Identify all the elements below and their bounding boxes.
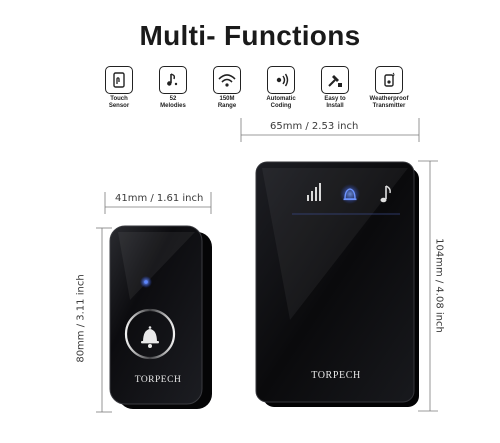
- page-title: Multi- Functions: [139, 20, 361, 51]
- feature-label-line1: Automatic: [266, 96, 296, 102]
- wireless-signal-icon: [213, 66, 241, 94]
- coding-icon: [267, 66, 295, 94]
- feature-label-line1: Easy to: [324, 96, 346, 102]
- receiver-height-label: 104mm / 4.08 inch: [433, 238, 445, 333]
- bell-icon: [141, 326, 159, 348]
- weatherproof-icon: [375, 66, 403, 94]
- transmitter-dimension-lines: [96, 192, 212, 413]
- transmitter-width-label: 41mm / 1.61 inch: [115, 193, 204, 204]
- receiver-width-label: 65mm / 2.53 inch: [270, 121, 359, 132]
- touch-ring: [124, 308, 176, 360]
- feature-label-line2: Transmitter: [372, 102, 406, 109]
- touch-sensor-icon: [105, 66, 133, 94]
- feature-label-line1: 150M: [219, 96, 235, 102]
- receiver-dimension-lines: [240, 118, 438, 412]
- feature-label-line2: Melodies: [160, 102, 186, 109]
- feature-label-line2: Sensor: [108, 102, 130, 109]
- music-note-icon: [159, 66, 187, 94]
- transmitter-height-label: 80mm / 3.11 inch: [75, 274, 87, 363]
- receiver-bell-indicator-icon: [340, 184, 360, 204]
- feature-label-line1: Touch: [110, 96, 128, 102]
- feature-label-line1: 52: [169, 96, 177, 102]
- feature-label-line1: Weatherproof: [369, 96, 409, 102]
- feature-label-line2: Install: [326, 102, 344, 109]
- feature-label-line2: Range: [217, 102, 237, 109]
- receiver-device: [255, 161, 419, 407]
- volume-bars-icon: [307, 183, 321, 201]
- receiver-brand-label: TORPECH: [311, 370, 361, 381]
- transmitter-brand-label: TORPECH: [134, 375, 182, 385]
- melody-note-icon: [380, 185, 391, 203]
- install-icon: [321, 66, 349, 94]
- feature-label-line2: Coding: [270, 102, 292, 109]
- transmitter-device: [109, 225, 212, 409]
